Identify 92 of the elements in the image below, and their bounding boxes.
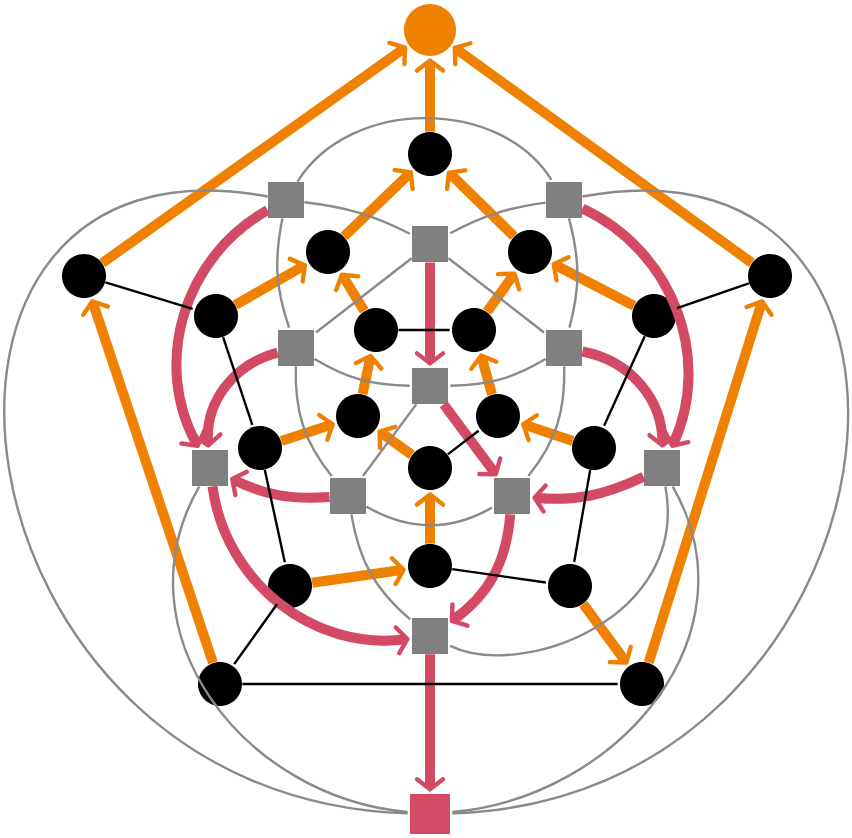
top-dot bbox=[404, 4, 456, 56]
line bbox=[172, 485, 408, 814]
line bbox=[233, 603, 278, 665]
arrow bbox=[171, 206, 271, 449]
arrow bbox=[439, 401, 503, 477]
arrow bbox=[580, 204, 694, 448]
vertex-dot bbox=[620, 661, 664, 706]
vertex-dot bbox=[238, 425, 282, 470]
face-square bbox=[268, 182, 304, 218]
arrow bbox=[311, 556, 406, 588]
line bbox=[3, 191, 408, 815]
line bbox=[567, 218, 579, 328]
face-square bbox=[644, 449, 680, 486]
arrow bbox=[483, 271, 522, 315]
vertex-dot bbox=[476, 394, 520, 438]
bottom-square bbox=[410, 793, 450, 834]
line bbox=[296, 116, 553, 183]
vertex-dot bbox=[354, 308, 398, 352]
vertex-dot bbox=[408, 132, 452, 176]
face-square bbox=[412, 367, 448, 404]
arrow bbox=[444, 168, 518, 240]
vertex-dot bbox=[62, 253, 106, 298]
arrow bbox=[232, 256, 308, 310]
line bbox=[447, 257, 545, 334]
vertex-dot bbox=[194, 293, 238, 338]
line bbox=[676, 282, 750, 310]
line bbox=[603, 335, 646, 427]
vertex-dot bbox=[748, 253, 792, 298]
line bbox=[105, 281, 193, 311]
line bbox=[365, 505, 493, 527]
line bbox=[263, 469, 286, 563]
face-square bbox=[278, 329, 314, 366]
line bbox=[361, 403, 418, 477]
line bbox=[221, 336, 254, 426]
vertex-dot bbox=[632, 293, 676, 338]
line bbox=[242, 682, 618, 686]
arrow bbox=[414, 492, 446, 544]
line bbox=[447, 429, 480, 456]
arrow bbox=[551, 255, 637, 311]
line bbox=[294, 366, 333, 477]
arrow bbox=[579, 601, 633, 665]
arrow bbox=[333, 272, 369, 314]
line bbox=[450, 357, 547, 387]
line bbox=[527, 366, 566, 477]
line bbox=[449, 201, 546, 235]
vertex-dot bbox=[452, 308, 496, 352]
arrow bbox=[340, 167, 415, 241]
vertex-dot bbox=[408, 445, 452, 490]
arrow bbox=[377, 424, 415, 459]
line bbox=[398, 328, 450, 332]
arrow bbox=[207, 485, 410, 656]
arrow bbox=[230, 469, 330, 503]
face-square bbox=[192, 449, 228, 486]
arrow bbox=[414, 262, 446, 366]
line bbox=[452, 485, 699, 814]
arrow bbox=[192, 347, 280, 448]
arrow bbox=[414, 654, 446, 792]
arrow bbox=[81, 299, 218, 665]
arrow bbox=[449, 513, 516, 628]
line bbox=[350, 514, 411, 621]
face-square bbox=[546, 329, 582, 366]
arrow bbox=[452, 41, 755, 267]
vertex-dot bbox=[336, 394, 380, 438]
vertex-dot bbox=[548, 564, 592, 608]
vertex-dot bbox=[268, 564, 312, 608]
vertex-dot bbox=[572, 425, 616, 470]
arrow bbox=[414, 58, 446, 132]
line bbox=[573, 469, 592, 563]
arrow bbox=[469, 353, 499, 396]
arrow bbox=[643, 299, 774, 665]
vertex-dot bbox=[198, 661, 242, 706]
vertex-dot bbox=[306, 230, 350, 274]
arrow bbox=[581, 346, 678, 448]
face-square bbox=[330, 478, 366, 514]
arrow bbox=[99, 40, 408, 268]
line bbox=[304, 201, 411, 235]
arrow bbox=[521, 413, 575, 446]
line bbox=[276, 218, 291, 329]
face-square bbox=[412, 617, 448, 654]
face-square bbox=[546, 182, 582, 218]
arrow bbox=[532, 472, 646, 514]
arrow bbox=[353, 353, 384, 396]
line bbox=[452, 567, 547, 584]
vertex-dot bbox=[508, 230, 552, 274]
line bbox=[449, 486, 669, 657]
line bbox=[315, 257, 413, 334]
line bbox=[452, 191, 849, 815]
arrow bbox=[279, 412, 335, 446]
face-square bbox=[412, 226, 448, 262]
face-square bbox=[494, 478, 530, 514]
line bbox=[313, 357, 410, 387]
vertex-dot bbox=[408, 543, 452, 588]
